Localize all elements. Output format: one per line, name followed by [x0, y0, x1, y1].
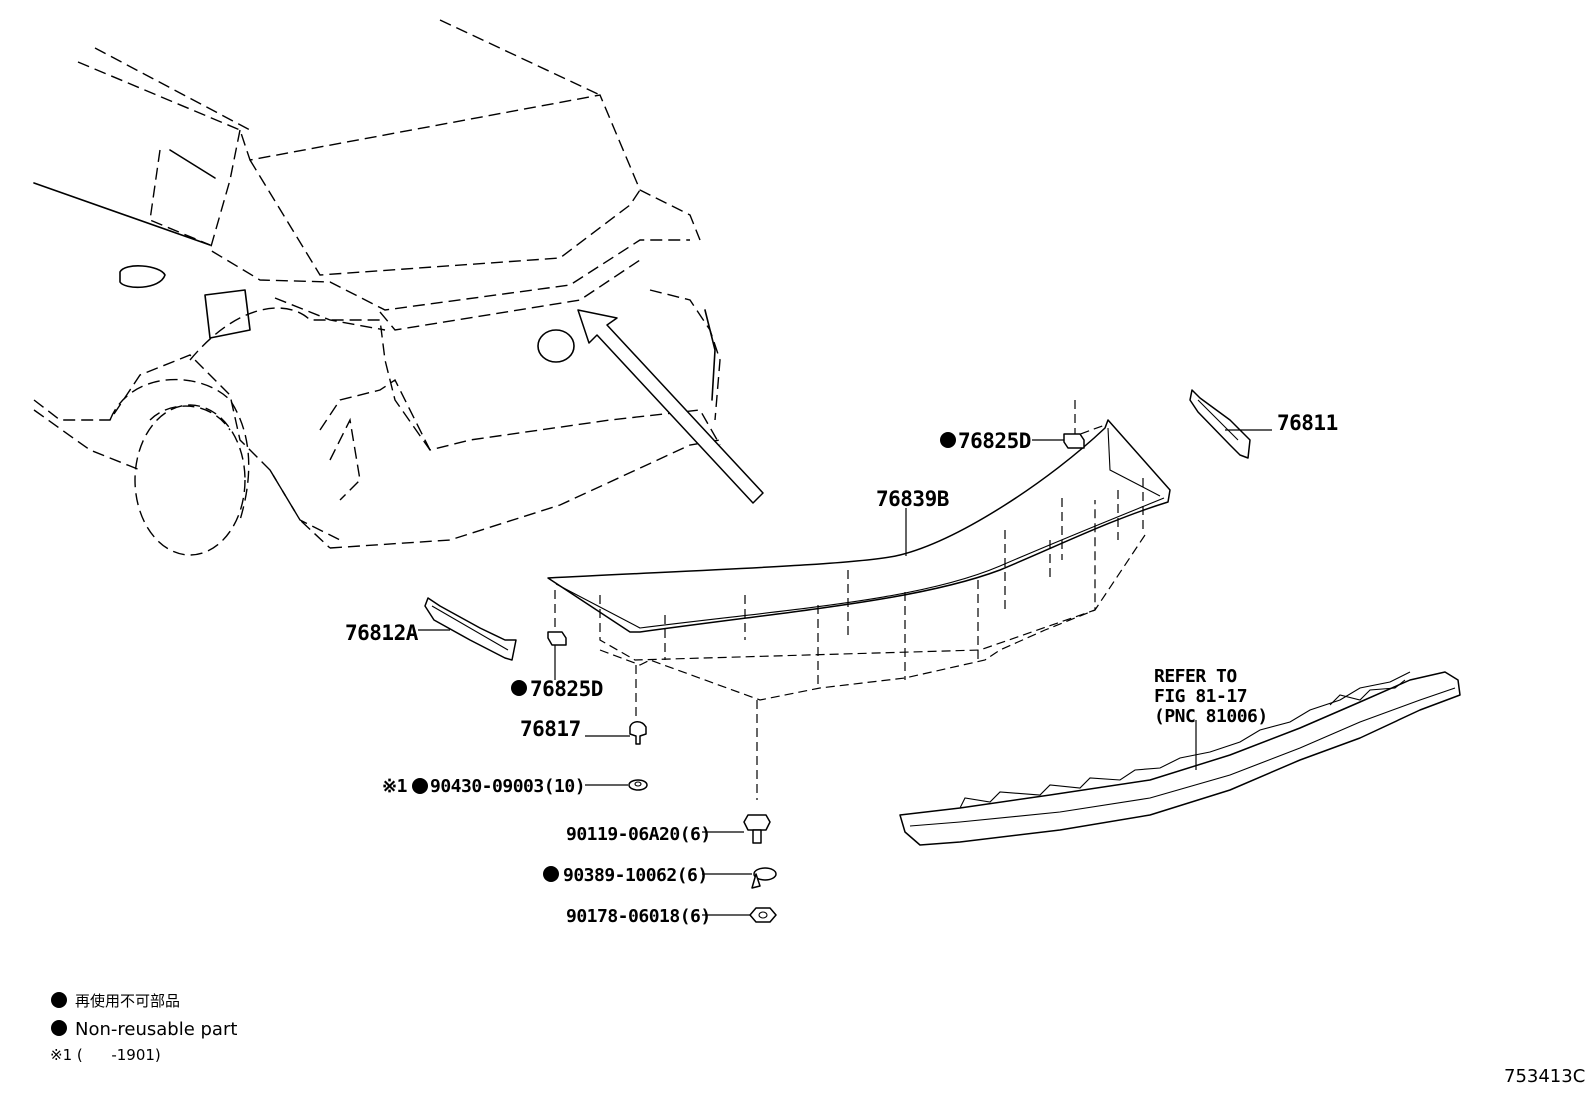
part-90389-10062: 90389-10062(6)	[543, 865, 777, 889]
label-group-76839b: 76839B	[876, 487, 949, 556]
label-90389: 90389-10062(6)	[563, 865, 708, 886]
label-76811: 76811	[1277, 411, 1338, 435]
label-90178: 90178-06018(6)	[566, 906, 711, 927]
label-76817: 76817	[520, 717, 581, 741]
part-90119-06a20: 90119-06A20(6)	[566, 814, 771, 845]
part-90430-09003: ※1 90430-09003(10)	[382, 776, 648, 797]
part-76825d-bottom: 76825D	[511, 631, 603, 701]
legend-english: Non-reusable part	[75, 1019, 237, 1040]
label-76825d-bottom: 76825D	[530, 677, 603, 701]
part-76825d-top: 76825D	[940, 429, 1085, 453]
legend-bullet	[51, 992, 67, 1008]
label-90119: 90119-06A20(6)	[566, 824, 711, 845]
label-refer-line3: (PNC 81006)	[1154, 706, 1268, 727]
non-reusable-mark	[543, 866, 559, 882]
spoiler-76839b	[547, 419, 1171, 633]
spoiler-mounting-guides	[554, 400, 1146, 800]
label-76825d-top: 76825D	[958, 429, 1031, 453]
locator-arrow	[577, 309, 764, 504]
label-76839b: 76839B	[876, 487, 949, 511]
label-90430: 90430-09003(10)	[430, 776, 585, 797]
vehicle-outline	[33, 19, 721, 556]
refer-part-81006: REFER TO FIG 81-17 (PNC 81006)	[899, 666, 1461, 846]
part-90178-06018: 90178-06018(6)	[566, 906, 777, 927]
part-76812a: 76812A	[345, 597, 517, 661]
label-76812a: 76812A	[345, 621, 419, 645]
part-76817: 76817	[520, 717, 647, 745]
label-refer-line1: REFER TO	[1154, 666, 1237, 687]
non-reusable-mark	[511, 680, 527, 696]
non-reusable-mark	[412, 778, 428, 794]
legend-japanese: 再使用不可部品	[75, 992, 180, 1010]
legend-note: ※1 ( -1901)	[50, 1046, 161, 1064]
legend-bullet	[51, 1020, 67, 1036]
part-76811: 76811	[1189, 389, 1338, 459]
legend: 再使用不可部品 Non-reusable part ※1 ( -1901)	[50, 992, 237, 1064]
figure-id: 753413C	[1504, 1066, 1585, 1087]
label-90430-mark: ※1	[382, 776, 407, 797]
non-reusable-mark	[940, 432, 956, 448]
label-refer-line2: FIG 81-17	[1154, 686, 1247, 707]
